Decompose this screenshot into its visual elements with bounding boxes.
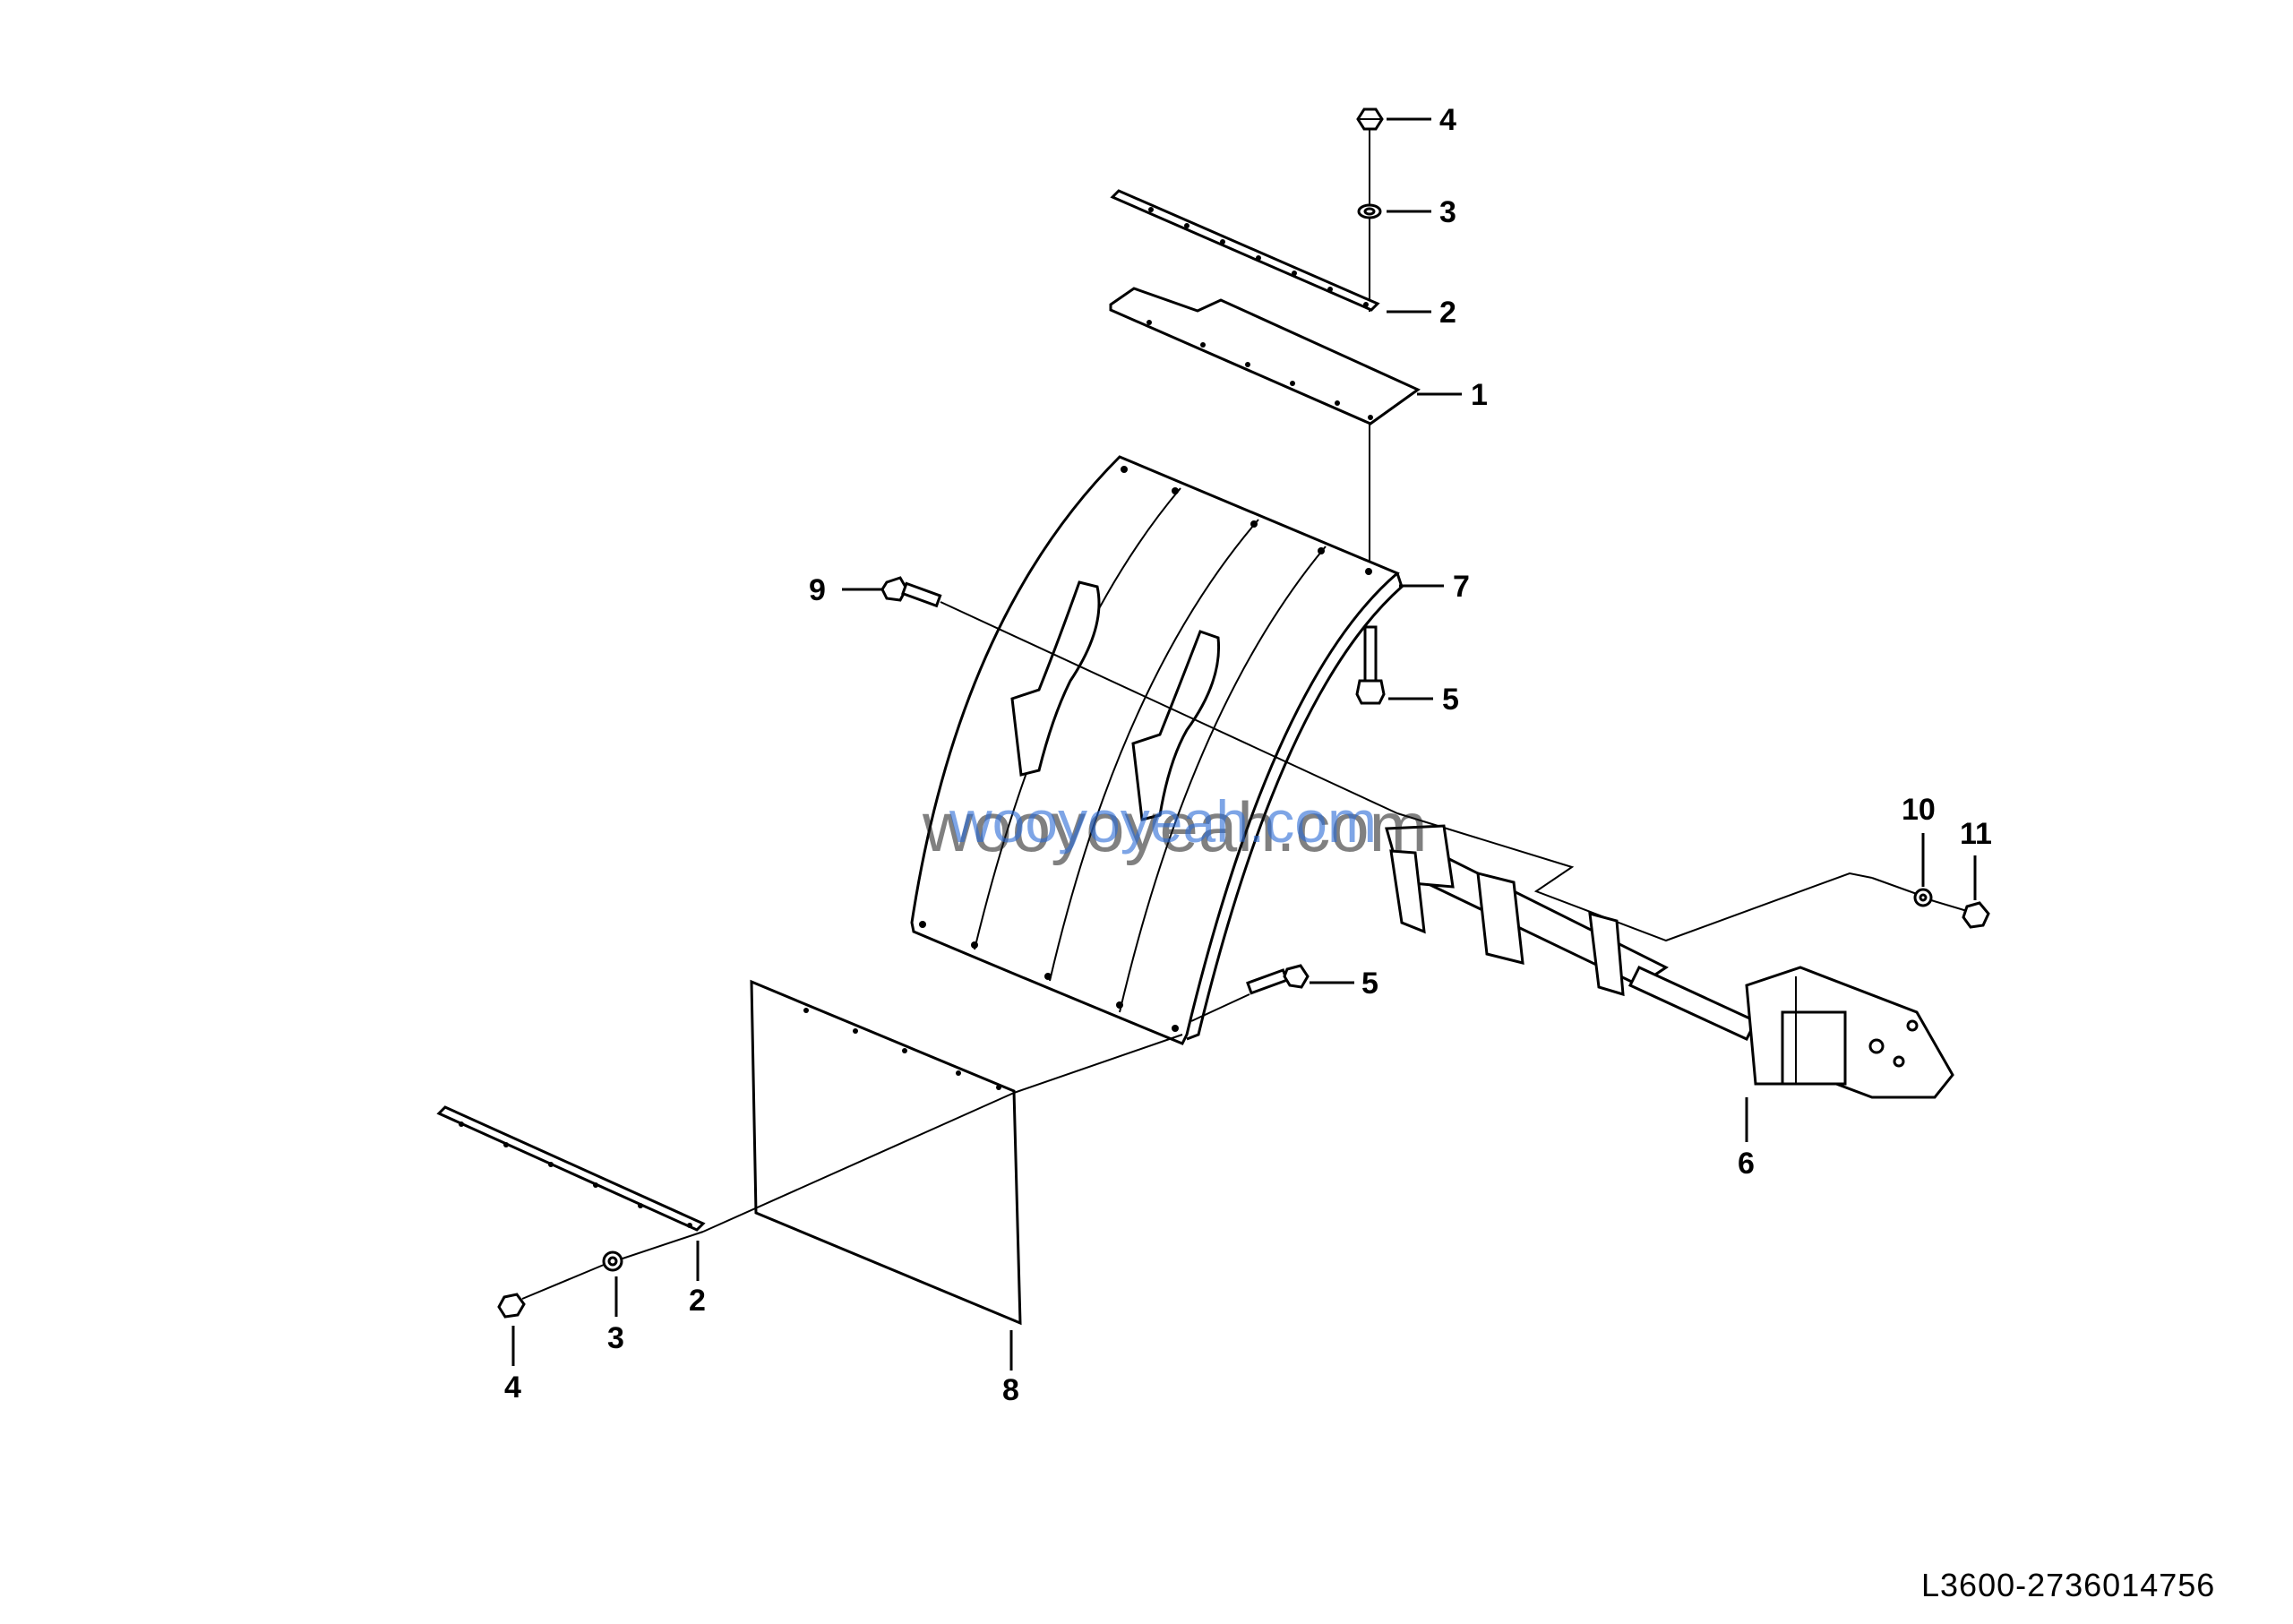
top-washer	[1357, 203, 1382, 219]
top-nut	[1356, 107, 1384, 131]
flap-to-fender-line	[1013, 1034, 1183, 1094]
callout-3-top: 3	[1439, 195, 1456, 229]
callout-7: 7	[1453, 570, 1470, 604]
callout-5-mid: 5	[1361, 967, 1378, 1001]
watermark-text-overlay: wooyoyeah.com	[949, 788, 1377, 855]
callout-10: 10	[1902, 793, 1936, 827]
bottom-nut	[497, 1293, 526, 1319]
washer-10-axis	[1871, 877, 1918, 895]
callout-5-top: 5	[1442, 683, 1459, 717]
callout-8: 8	[1002, 1373, 1019, 1407]
bolt-5-mid	[1246, 964, 1310, 995]
flap-to-strip-line	[702, 1092, 1015, 1233]
drawing-code: L3600-2736014756	[1921, 1567, 2215, 1603]
watermark-text: wooyoyeah.com	[922, 787, 1428, 866]
bolt-9-axis	[940, 601, 1398, 814]
callout-6: 6	[1738, 1147, 1755, 1181]
washer-to-nut-line	[521, 1264, 605, 1300]
leader-lines	[511, 117, 1977, 1371]
callout-4-bot: 4	[504, 1371, 521, 1405]
nut-11	[1962, 901, 1990, 929]
top-clamp-strip	[1110, 189, 1380, 312]
callout-3-bot: 3	[607, 1321, 624, 1355]
callout-2-top: 2	[1439, 296, 1456, 330]
callout-9: 9	[809, 573, 826, 607]
support-arm	[1385, 812, 1954, 1099]
callout-4-top: 4	[1439, 103, 1456, 137]
callout-11: 11	[1960, 817, 1992, 851]
bolt-5-top	[1355, 625, 1386, 705]
fender	[910, 455, 1404, 1045]
callout-1: 1	[1471, 378, 1488, 412]
bolt-5-mid-axis	[1190, 993, 1250, 1022]
bottom-washer	[602, 1250, 623, 1272]
callout-2-bot: 2	[689, 1284, 706, 1318]
washer-10	[1913, 888, 1933, 907]
bolt-9	[880, 576, 942, 608]
nut-11-axis	[1930, 899, 1968, 912]
top-rubber-plate	[1109, 287, 1421, 425]
bottom-clamp-strip	[436, 1105, 706, 1232]
strip-to-washer-line	[622, 1231, 704, 1259]
mud-flap	[750, 979, 1022, 1326]
